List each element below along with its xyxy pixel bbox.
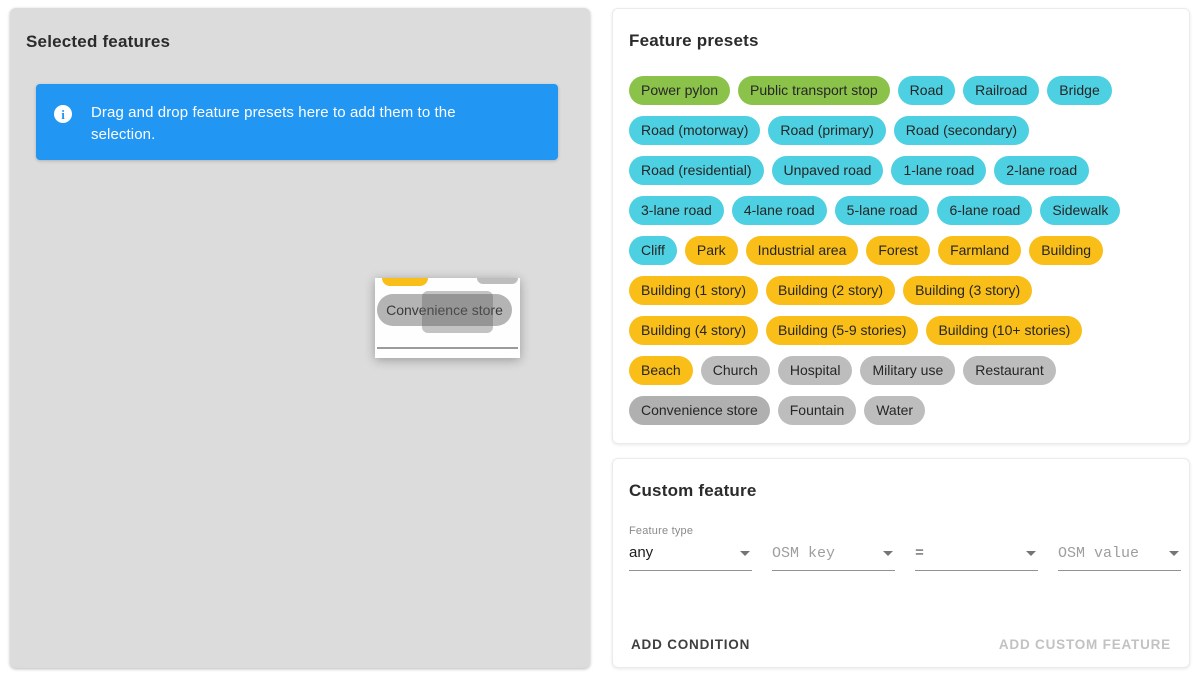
preset-chip[interactable]: 2-lane road: [994, 156, 1090, 185]
preset-chip[interactable]: Building: [1029, 236, 1104, 265]
preset-chip[interactable]: 1-lane road: [891, 156, 987, 185]
feature-presets-title: Feature presets: [629, 31, 759, 50]
selected-features-title: Selected features: [26, 32, 171, 51]
operator-select-value: =: [915, 545, 925, 562]
preset-chip[interactable]: Restaurant: [963, 356, 1056, 385]
preset-chip[interactable]: Bridge: [1047, 76, 1112, 105]
osm-value-select-value: OSM value: [1058, 545, 1140, 562]
preset-chip[interactable]: Road (primary): [768, 116, 886, 145]
chip-fragment-gray-icon: [477, 278, 518, 284]
preset-chip[interactable]: Power pylon: [629, 76, 731, 105]
preset-chip[interactable]: Industrial area: [745, 236, 859, 265]
custom-feature-panel: Custom feature Feature type any OSM key = O…: [612, 458, 1190, 668]
feature-type-select-value: any: [629, 544, 654, 561]
preset-chip[interactable]: Beach: [629, 356, 693, 385]
feature-type-label: Feature type: [629, 525, 694, 537]
preset-chip[interactable]: Building (1 story): [629, 276, 759, 305]
chevron-down-icon[interactable]: [740, 551, 750, 556]
preset-chip[interactable]: Forest: [866, 236, 931, 265]
preset-chip-row: Building (4 story)Building (5-9 stories)…: [629, 316, 1173, 345]
preset-chip[interactable]: Railroad: [963, 76, 1040, 105]
custom-feature-actions: ADD CONDITION ADD CUSTOM FEATURE: [629, 631, 1173, 658]
preset-chip[interactable]: Building (5-9 stories): [766, 316, 919, 345]
chevron-down-icon[interactable]: [883, 551, 893, 556]
chevron-down-icon[interactable]: [1026, 551, 1036, 556]
dragged-chip[interactable]: Convenience store: [377, 294, 512, 326]
preset-chip[interactable]: Church: [700, 356, 770, 385]
chip-fragment-yellow-icon: [382, 278, 428, 286]
preset-chip[interactable]: 3-lane road: [629, 196, 724, 225]
drag-ghost[interactable]: Convenience store: [375, 278, 520, 358]
osm-key-select-value: OSM key: [772, 545, 836, 562]
preset-chip[interactable]: Public transport stop: [738, 76, 890, 105]
osm-key-select[interactable]: OSM key: [772, 542, 895, 571]
preset-chip[interactable]: Building (2 story): [766, 276, 896, 305]
custom-feature-title: Custom feature: [629, 481, 757, 500]
custom-feature-fields: any OSM key = OSM value: [629, 542, 1181, 571]
osm-value-select[interactable]: OSM value: [1058, 542, 1181, 571]
drag-cursor-overlay: [422, 291, 493, 333]
preset-chip[interactable]: Unpaved road: [771, 156, 884, 185]
preset-chip[interactable]: Convenience store: [629, 396, 770, 425]
preset-chip[interactable]: Building (4 story): [629, 316, 759, 345]
preset-chip[interactable]: Farmland: [938, 236, 1022, 265]
preset-chip[interactable]: Building (3 story): [903, 276, 1033, 305]
preset-chip[interactable]: Water: [864, 396, 926, 425]
preset-chip[interactable]: Building (10+ stories): [926, 316, 1083, 345]
preset-chip[interactable]: 5-lane road: [834, 196, 930, 225]
chevron-down-icon[interactable]: [1169, 551, 1179, 556]
preset-chip[interactable]: Road (motorway): [629, 116, 761, 145]
preset-chip[interactable]: Road (residential): [629, 156, 764, 185]
preset-chip[interactable]: 4-lane road: [731, 196, 827, 225]
preset-chip-row: Building (1 story)Building (2 story)Buil…: [629, 276, 1173, 305]
preset-chip-row: Road (motorway)Road (primary)Road (secon…: [629, 116, 1173, 145]
preset-chip[interactable]: Sidewalk: [1040, 196, 1121, 225]
add-custom-feature-button[interactable]: ADD CUSTOM FEATURE: [997, 631, 1173, 658]
preset-chip[interactable]: Cliff: [629, 236, 677, 265]
preset-chip[interactable]: Road (secondary): [893, 116, 1030, 145]
feature-type-select[interactable]: any: [629, 542, 752, 571]
preset-chip[interactable]: Hospital: [777, 356, 853, 385]
add-condition-button[interactable]: ADD CONDITION: [629, 631, 752, 658]
preset-chip[interactable]: Road: [897, 76, 956, 105]
preset-chip[interactable]: 6-lane road: [937, 196, 1033, 225]
preset-chip[interactable]: Fountain: [777, 396, 857, 425]
info-icon: i: [54, 105, 72, 123]
operator-select[interactable]: =: [915, 542, 1038, 571]
preset-chip[interactable]: Park: [684, 236, 738, 265]
info-banner: i Drag and drop feature presets here to …: [36, 84, 558, 160]
ghost-divider: [377, 347, 518, 349]
preset-chip[interactable]: Military use: [860, 356, 956, 385]
info-banner-text: Drag and drop feature presets here to ad…: [91, 104, 456, 143]
